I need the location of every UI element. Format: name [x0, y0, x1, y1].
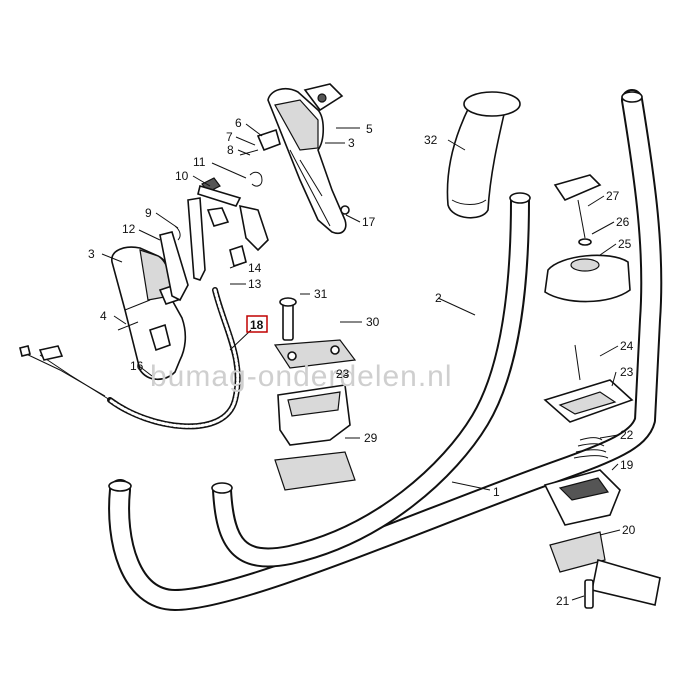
throttle-parts: [159, 177, 269, 302]
callout-29: 29: [364, 431, 378, 445]
callout-17: 17: [362, 215, 376, 229]
callout-12: 12: [122, 222, 136, 236]
clamp-assembly-right: [543, 174, 661, 609]
callout-1: 1: [493, 485, 500, 499]
highlight-box-18: [246, 315, 268, 333]
callout-3-left: 3: [88, 247, 95, 261]
cable-part-18: [19, 287, 241, 430]
callout-18: 18: [250, 318, 264, 332]
callout-25: 25: [618, 237, 632, 251]
leader-lines: [101, 123, 621, 601]
callout-22: 22: [620, 428, 634, 442]
callout-20: 20: [622, 523, 636, 537]
callout-23-right: 23: [620, 365, 634, 379]
callout-10: 10: [175, 169, 189, 183]
callout-14: 14: [248, 261, 262, 275]
callout-4: 4: [100, 309, 107, 323]
callout-7: 7: [226, 130, 233, 144]
callout-21: 21: [556, 594, 570, 608]
callout-3-right: 3: [348, 136, 355, 150]
callout-23-center: 23: [336, 367, 350, 381]
callout-5: 5: [366, 122, 373, 136]
callout-32: 32: [424, 133, 438, 147]
callout-2: 2: [435, 291, 442, 305]
handlebar-tube-part-2: [211, 192, 531, 568]
watermark-text: bumag-onderdelen.nl: [150, 360, 453, 393]
callout-9: 9: [145, 206, 152, 220]
callout-6: 6: [235, 116, 242, 130]
callout-27: 27: [606, 189, 620, 203]
callout-30: 30: [366, 315, 380, 329]
callout-13: 13: [248, 277, 262, 291]
handlebar-tube-part-1: [108, 89, 663, 611]
callout-16: 16: [130, 359, 144, 373]
callout-31: 31: [314, 287, 328, 301]
callout-19: 19: [620, 458, 634, 472]
callout-11: 11: [193, 155, 206, 169]
callout-24: 24: [620, 339, 634, 353]
throttle-housing-right: [239, 83, 350, 235]
clamp-assembly-center: [273, 297, 357, 491]
grip-part-32: [446, 91, 521, 219]
callout-26: 26: [616, 215, 630, 229]
callout-labels: 1 2 3 3 4 5 6 7 8 9 10 11 12 13 14 16 17…: [88, 116, 636, 608]
callout-8: 8: [227, 143, 234, 157]
